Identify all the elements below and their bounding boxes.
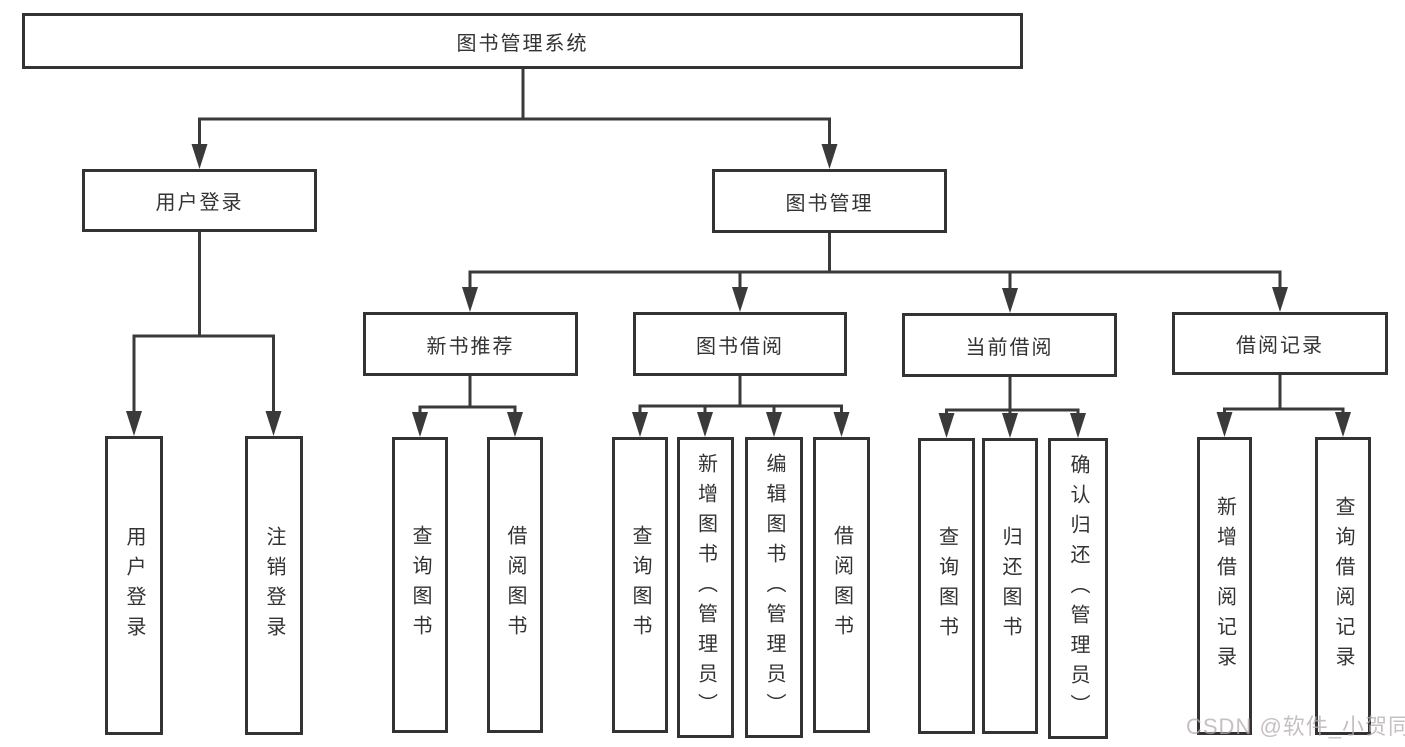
node-borrowing-records-label: 借阅记录	[1236, 335, 1324, 357]
leaf-confirm-return-admin-label: 确认归还（管理员）	[1067, 453, 1089, 724]
leaf-logout: 注销登录	[245, 436, 303, 735]
connector-rails	[132, 117, 1345, 412]
leaf-query-borrow-record: 查询借阅记录	[1315, 437, 1371, 735]
leaf-add-borrow-record-label: 新增借阅记录	[1213, 496, 1236, 676]
node-new-book-recommend-label: 新书推荐	[426, 335, 515, 358]
leaf-edit-book-admin: 编辑图书（管理员）	[745, 437, 803, 738]
node-library-system: 图书管理系统	[22, 13, 1023, 69]
node-library-system-label: 图书管理系统	[456, 32, 589, 55]
leaf-borrow-books-label: 借阅图书	[830, 525, 853, 645]
leaf-query-books-borrow-label: 查询图书	[629, 525, 651, 645]
connector-stubs	[198, 67, 1282, 412]
leaf-add-borrow-record: 新增借阅记录	[1197, 437, 1252, 735]
leaf-query-books-borrow: 查询图书	[612, 437, 668, 733]
node-user-login-label: 用户登录	[155, 192, 244, 214]
node-current-borrowing: 当前借阅	[902, 313, 1117, 377]
leaf-query-books-current-label: 查询图书	[935, 526, 958, 646]
node-book-management-label: 图书管理	[785, 192, 874, 215]
node-current-borrowing-label: 当前借阅	[965, 336, 1054, 359]
leaf-return-books: 归还图书	[982, 438, 1038, 734]
connector-arrows	[126, 119, 1351, 438]
leaf-return-books-label: 归还图书	[999, 526, 1021, 646]
leaf-confirm-return-admin: 确认归还（管理员）	[1048, 438, 1108, 739]
node-book-borrowing: 图书借阅	[633, 312, 847, 376]
leaf-add-book-admin: 新增图书（管理员）	[677, 437, 734, 738]
leaf-query-borrow-record-label: 查询借阅记录	[1332, 496, 1354, 676]
node-new-book-recommend: 新书推荐	[363, 312, 578, 376]
node-book-borrowing-label: 图书借阅	[696, 335, 784, 358]
leaf-logout-label: 注销登录	[263, 525, 285, 646]
node-book-management: 图书管理	[712, 169, 947, 233]
leaf-user-login: 用户登录	[105, 436, 163, 735]
leaf-borrow-books-recommend: 借阅图书	[487, 437, 543, 733]
leaf-query-books-recommend-label: 查询图书	[409, 525, 431, 645]
leaf-user-login-label: 用户登录	[123, 525, 145, 646]
leaf-add-book-admin-label: 新增图书（管理员）	[694, 452, 717, 723]
leaf-edit-book-admin-label: 编辑图书（管理员）	[763, 452, 785, 723]
leaf-query-books-recommend: 查询图书	[392, 437, 448, 733]
node-borrowing-records: 借阅记录	[1172, 312, 1388, 375]
leaf-query-books-current: 查询图书	[918, 438, 975, 734]
leaf-borrow-books: 借阅图书	[813, 437, 870, 733]
leaf-borrow-books-recommend-label: 借阅图书	[504, 525, 526, 645]
node-user-login: 用户登录	[82, 169, 317, 232]
